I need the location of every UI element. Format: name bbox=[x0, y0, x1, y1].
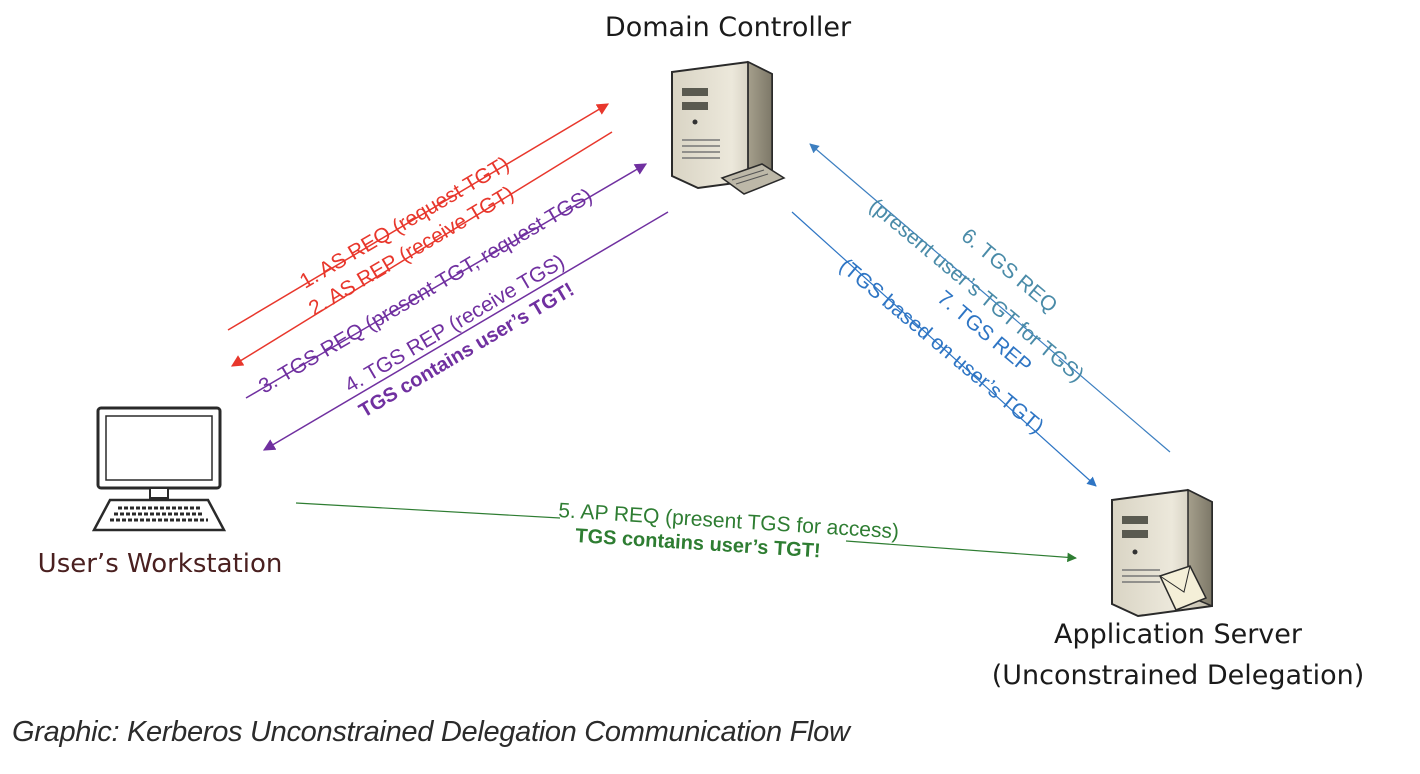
tgs-rep-arrow bbox=[262, 211, 669, 451]
domain-controller-server-icon bbox=[671, 60, 786, 195]
as-req-arrow bbox=[227, 103, 610, 331]
workstation-computer-icon bbox=[91, 406, 227, 532]
app-server-label-line2: (Unconstrained Delegation) bbox=[992, 660, 1365, 691]
tgs-req-6-note: (present user’s TGT for TGS) bbox=[865, 194, 1088, 387]
application-server-icon bbox=[1111, 488, 1213, 618]
ap-req-arrow bbox=[845, 540, 1077, 563]
workstation-label: User’s Workstation bbox=[38, 549, 283, 579]
app-server-label-line1: Application Server bbox=[1054, 619, 1303, 650]
as-rep-arrow bbox=[230, 131, 613, 367]
ap-req-arrow-start bbox=[295, 502, 561, 519]
tgs-rep-7-arrow bbox=[791, 211, 1097, 487]
tgs-req-6-arrow bbox=[809, 143, 1171, 453]
figure-caption: Graphic: Kerberos Unconstrained Delegati… bbox=[12, 716, 850, 748]
domain-controller-label: Domain Controller bbox=[605, 12, 852, 43]
tgs-req-arrow bbox=[245, 163, 648, 399]
